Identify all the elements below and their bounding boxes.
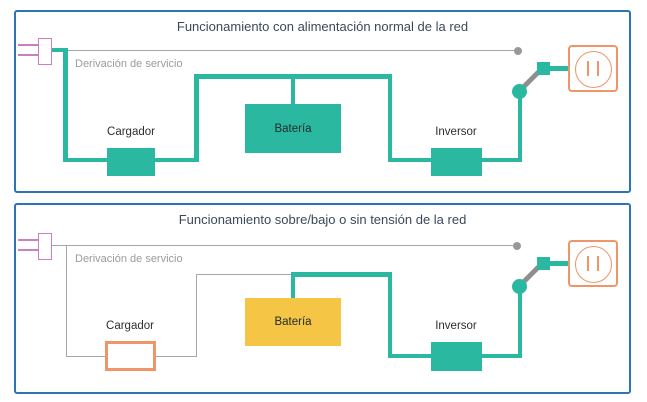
plug-body (38, 233, 52, 260)
switch-pivot (512, 279, 527, 294)
wire-mains-input (52, 47, 68, 52)
wire-up-left (194, 74, 199, 162)
wire-bottom-left-inactive (65, 355, 105, 357)
plug-prong (18, 44, 38, 46)
bypass-end-dot (514, 46, 522, 55)
switch-contact (537, 62, 550, 75)
wire-battery-stem (290, 272, 295, 300)
wire-switch-to-outlet (550, 261, 568, 266)
wire-down-right (387, 272, 392, 358)
socket-slot (597, 61, 599, 76)
wire-up-left-inactive (195, 273, 197, 357)
charger-label: Cargador (107, 126, 155, 138)
wire-top-horizontal (194, 74, 392, 79)
socket-slot (587, 61, 589, 76)
inverter-box (431, 342, 482, 371)
charger-box-inactive (105, 341, 156, 371)
panel-1-title: Funcionamiento con alimentación normal d… (176, 19, 469, 34)
plug-prong (18, 54, 38, 56)
socket-circle (574, 50, 612, 88)
bypass-label: Derivación de servicio (75, 253, 183, 265)
plug-prong (18, 239, 38, 241)
switch-contact (537, 257, 550, 270)
bypass-line (52, 244, 513, 246)
inverter-box (431, 148, 482, 176)
bypass-label: Derivación de servicio (75, 58, 183, 70)
wire-mains-down (63, 47, 68, 162)
wire-switch-to-outlet (550, 66, 568, 71)
socket-slot (587, 256, 589, 271)
bypass-line (60, 49, 514, 51)
socket-circle (574, 245, 612, 283)
bypass-end-dot (513, 241, 521, 250)
panel-2-title: Funcionamiento sobre/bajo o sin tensión … (178, 212, 467, 227)
plug-prong (18, 249, 38, 251)
plug-body (38, 38, 52, 65)
wire-battery-stem (290, 78, 295, 105)
wire-to-switch (517, 91, 522, 162)
charger-label: Cargador (106, 320, 154, 332)
wire-down-right (387, 74, 392, 162)
wire-top-horizontal (290, 272, 392, 277)
battery-box: Batería (245, 104, 341, 153)
wire-to-switch (517, 286, 522, 358)
output-socket-icon (568, 45, 618, 92)
wire-mains-down-inactive (65, 245, 67, 357)
battery-box: Batería (245, 298, 341, 346)
inverter-label: Inversor (435, 320, 477, 332)
socket-slot (597, 256, 599, 271)
wire-charger-out-inactive (156, 355, 197, 357)
inverter-label: Inversor (435, 126, 477, 138)
charger-box (107, 148, 155, 176)
switch-pivot (512, 84, 527, 99)
output-socket-icon (568, 240, 618, 287)
wire-top-inactive (195, 273, 293, 275)
